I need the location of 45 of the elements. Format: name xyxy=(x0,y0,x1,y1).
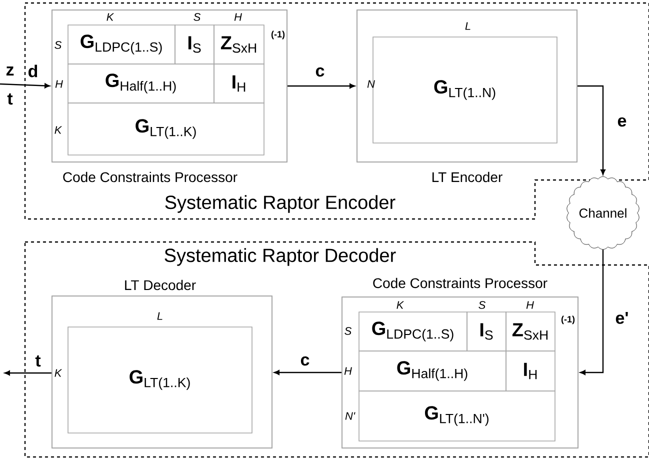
matrix-cell: G$_{Half(1..H)}$ xyxy=(68,64,214,104)
matrix-cell: I$_{S}$ xyxy=(174,24,214,64)
node-label: LT Encoder xyxy=(432,172,502,182)
dimension-label: S xyxy=(478,301,486,309)
matrix-cell: G$_{LT(1..N')}$ xyxy=(358,390,556,442)
arrow xyxy=(0,83,50,88)
dimension-label: z xyxy=(6,66,14,76)
node-label: LT Decoder xyxy=(125,280,196,290)
matrix-cell: G$_{LDPC(1..S)}$ xyxy=(358,312,468,352)
dimension-label: K xyxy=(54,126,62,134)
dimension-label: S xyxy=(344,327,352,335)
dimension-label: N xyxy=(367,80,375,88)
node-label: Code Constraints Processor xyxy=(63,172,238,182)
dimension-label: H xyxy=(344,367,352,375)
arrow xyxy=(4,370,52,376)
dimension-label: H xyxy=(234,13,242,21)
arrow xyxy=(288,84,355,88)
edge-label: c xyxy=(300,356,310,366)
matrix-cell: I$_{S}$ xyxy=(466,312,506,352)
dimension-label: t xyxy=(7,93,13,105)
edge-label: e' xyxy=(616,312,628,324)
arrow xyxy=(578,85,606,175)
edge-label: t xyxy=(35,355,41,367)
dimension-label: S xyxy=(54,41,62,49)
edge-label: e xyxy=(618,117,626,127)
channel-cloud: Channel xyxy=(566,176,640,250)
arrow xyxy=(580,250,604,375)
dimension-label: K xyxy=(54,369,62,377)
dimension-label: d xyxy=(28,64,38,78)
matrix-cell: G$_{Half(1..H)}$ xyxy=(358,350,506,392)
matrix-cell: Z$_{SxH}$ xyxy=(506,312,556,352)
matrix-cell: G$_{LDPC(1..S)}$ xyxy=(68,24,176,64)
dimension-label: H xyxy=(55,80,63,88)
arrow xyxy=(274,370,342,375)
dimension-label: (-1) xyxy=(271,30,285,40)
matrix-cell: I$_{H}$ xyxy=(214,64,264,104)
matrix-cell: G$_{LT(1..K)}$ xyxy=(68,326,252,434)
dimension-label: N' xyxy=(345,412,356,420)
dimension-label: S xyxy=(194,13,201,21)
matrix-cell: Z$_{SxH}$ xyxy=(214,24,264,64)
node-label: Code Constraints Processor xyxy=(373,278,548,288)
matrix-cell: I$_{H}$ xyxy=(506,350,556,392)
edge-label: c xyxy=(316,67,324,77)
matrix-cell: G$_{LT(1..K)}$ xyxy=(68,102,264,156)
dimension-label: H xyxy=(526,301,534,309)
